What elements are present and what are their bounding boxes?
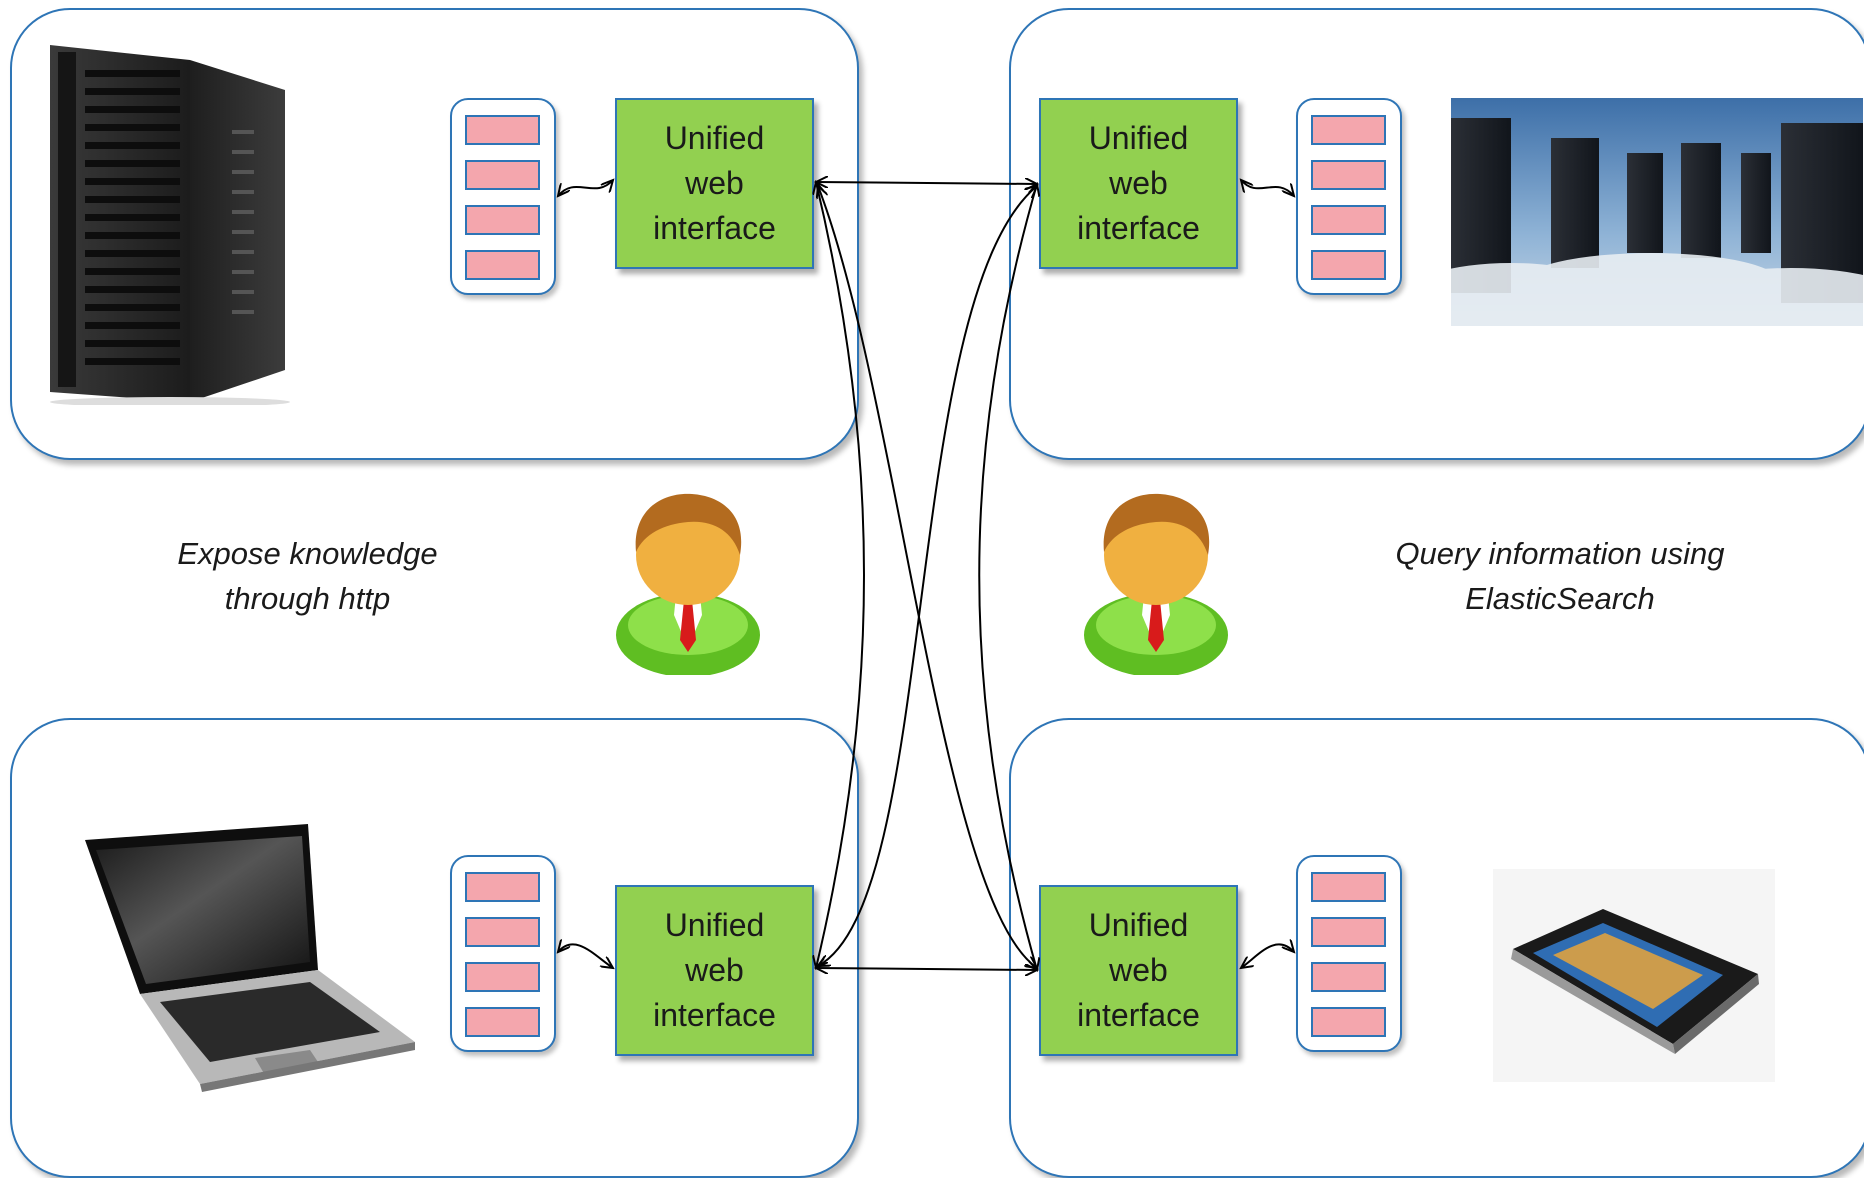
data-slot	[1311, 872, 1386, 902]
link-diagonal-tl-br	[818, 186, 1037, 968]
data-slot	[1311, 962, 1386, 992]
data-slot	[1311, 160, 1386, 190]
data-stack-top-left	[450, 98, 556, 295]
interface-label: Unified web interface	[653, 120, 776, 246]
caption-query-information: Query information using ElasticSearch	[1395, 536, 1725, 616]
smartphone-icon	[1493, 869, 1775, 1082]
link-stack-interface-bottom-left	[558, 944, 613, 968]
user-icon	[1084, 493, 1228, 675]
link-left-vertical	[816, 182, 865, 968]
data-slot	[1311, 115, 1386, 145]
link-bottom	[816, 968, 1037, 970]
link-stack-interface-bottom-right	[1241, 944, 1294, 968]
data-stack-bottom-left	[450, 855, 556, 1052]
data-slot	[465, 872, 540, 902]
link-stack-interface-top-left	[558, 180, 613, 196]
interface-label: Unified web interface	[653, 907, 776, 1033]
data-slot	[465, 205, 540, 235]
data-slot	[465, 962, 540, 992]
link-top	[816, 182, 1037, 184]
link-right-vertical	[978, 184, 1037, 970]
data-slot	[465, 115, 540, 145]
unified-web-interface-top-left: Unified web interface	[615, 98, 814, 269]
link-diagonal-bl-tr	[818, 186, 1037, 966]
data-slot	[1311, 205, 1386, 235]
unified-web-interface-bottom-left: Unified web interface	[615, 885, 814, 1056]
unified-web-interface-bottom-right: Unified web interface	[1039, 885, 1238, 1056]
interface-label: Unified web interface	[1077, 907, 1200, 1033]
unified-web-interface-top-right: Unified web interface	[1039, 98, 1238, 269]
interface-label: Unified web interface	[1077, 120, 1200, 246]
data-slot	[1311, 250, 1386, 280]
data-slot	[1311, 1007, 1386, 1037]
data-slot	[465, 160, 540, 190]
tower-server-icon	[50, 45, 290, 405]
data-slot	[465, 250, 540, 280]
data-slot	[465, 917, 540, 947]
user-icon	[616, 493, 760, 675]
caption-expose-knowledge: Expose knowledge through http	[177, 536, 438, 616]
link-stack-interface-top-right	[1241, 180, 1294, 196]
data-stack-bottom-right	[1296, 855, 1402, 1052]
data-slot	[465, 1007, 540, 1037]
data-stack-top-right	[1296, 98, 1402, 295]
data-slot	[1311, 917, 1386, 947]
cloud-datacenter-image	[1451, 98, 1863, 326]
laptop-icon	[85, 824, 415, 1092]
